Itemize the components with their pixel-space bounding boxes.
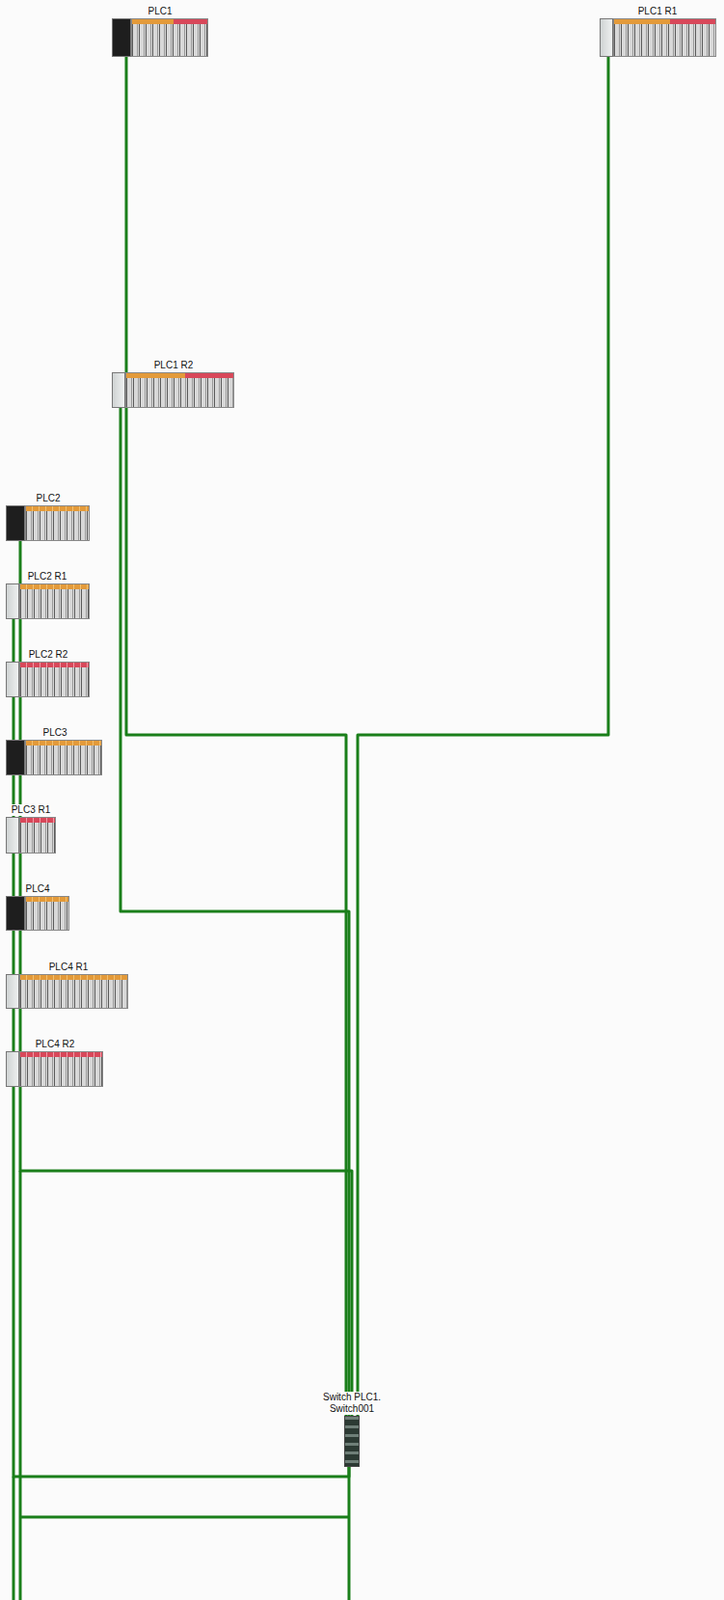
head-module (5, 739, 26, 776)
rack-icon (5, 973, 129, 1009)
io-modules (131, 18, 209, 57)
io-modules (25, 505, 90, 541)
device-label: Switch PLC1. Switch001 (320, 1391, 384, 1415)
device-label: PLC3 R1 (10, 804, 53, 816)
rack-icon (5, 1050, 104, 1087)
device-label: PLC3 (41, 726, 68, 739)
io-modules (19, 816, 56, 854)
rack-icon (5, 505, 90, 541)
device-label: PLC4 R2 (34, 1038, 77, 1050)
plc-rack (5, 583, 90, 619)
head-module (5, 661, 20, 698)
network-wire (12, 1475, 16, 1600)
device-label: PLC2 (34, 492, 61, 505)
io-modules (125, 372, 235, 408)
network-wire (19, 1170, 23, 1600)
io-modules (25, 895, 70, 931)
rack-icon (5, 661, 90, 698)
plc-rack (5, 739, 103, 776)
device-label: PLC4 (24, 883, 51, 895)
io-modules (19, 583, 90, 619)
device-label: PLC1 R2 (153, 359, 195, 372)
network-cable (357, 56, 609, 1416)
rack-icon (5, 895, 70, 931)
network-switch (344, 1415, 360, 1467)
head-module (111, 372, 126, 408)
rack-icon (5, 816, 56, 854)
network-wire (348, 1466, 351, 1600)
rack-icon (5, 739, 103, 776)
plc-rack (599, 18, 717, 57)
rack-icon (344, 1415, 360, 1467)
plc-rack (111, 18, 209, 57)
head-module (5, 816, 20, 854)
device-label: PLC1 (146, 5, 173, 18)
plc-rack (5, 505, 90, 541)
head-module (599, 18, 614, 57)
network-cable (120, 407, 349, 1416)
plc-rack (5, 895, 70, 931)
io-modules (19, 661, 90, 698)
device-label: PLC2 R1 (26, 570, 69, 583)
network-cable (20, 540, 352, 1416)
network-wire (20, 1515, 349, 1519)
head-module (5, 1050, 20, 1087)
network-cable (13, 618, 349, 1476)
device-label: PLC4 R1 (48, 961, 90, 973)
device-label: PLC1 R1 (637, 5, 679, 18)
head-module (5, 973, 20, 1009)
io-modules (613, 18, 717, 57)
rack-icon (111, 372, 235, 408)
head-module (111, 18, 132, 57)
network-cable (126, 56, 347, 1416)
head-module (5, 895, 26, 931)
io-modules (19, 1050, 104, 1087)
io-modules (19, 973, 129, 1009)
plc-rack (5, 816, 56, 854)
plc-rack (111, 372, 235, 408)
plc-rack (5, 661, 90, 698)
rack-icon (599, 18, 717, 57)
plc-rack (5, 973, 129, 1009)
head-module (5, 505, 26, 541)
head-module (5, 583, 20, 619)
device-label: PLC2 R2 (27, 648, 70, 661)
io-modules (25, 739, 103, 776)
rack-icon (111, 18, 209, 57)
rack-icon (5, 583, 90, 619)
plc-rack (5, 1050, 104, 1087)
